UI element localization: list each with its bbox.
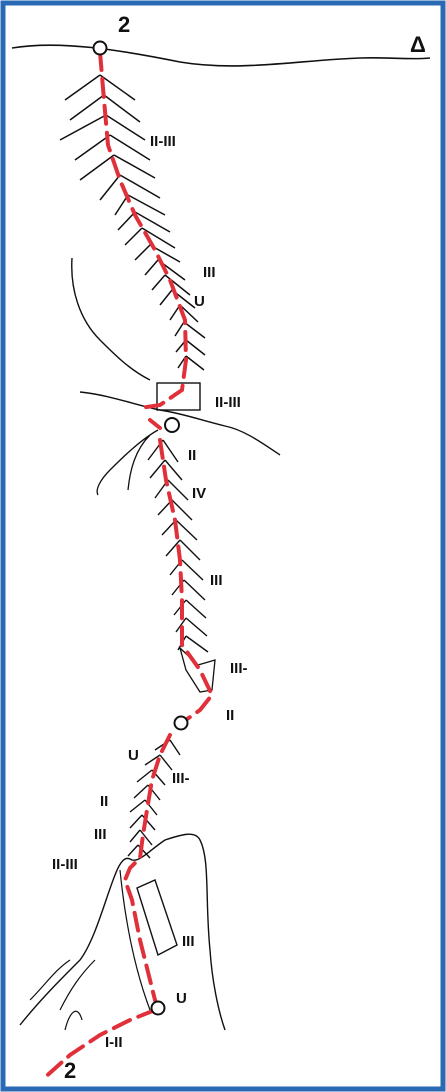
grade-label: III-	[230, 660, 248, 677]
belay-circle-lower	[175, 717, 188, 730]
left-rock-outline	[72, 258, 150, 380]
ridge-line	[12, 45, 430, 66]
frame-border	[3, 3, 443, 1089]
belay-circle-bottom	[152, 1002, 165, 1015]
grade-label: II	[188, 447, 196, 464]
upper-couloir-hatching	[60, 75, 205, 370]
grade-label: III-	[172, 770, 190, 787]
grade-label: II	[226, 707, 234, 724]
summit-symbol: Δ	[410, 32, 426, 57]
grade-label: II	[100, 793, 108, 810]
grade-label: U	[194, 293, 205, 310]
grade-label: U	[128, 747, 139, 764]
grade-label: II-III	[215, 394, 241, 411]
grade-label: III	[210, 572, 223, 589]
belay-circle-top	[94, 42, 107, 55]
route-number-bottom: 2	[64, 1058, 76, 1083]
buttress-inner-line-3	[65, 1011, 82, 1030]
upper-belay-box	[157, 383, 200, 410]
grade-label: U	[176, 990, 187, 1007]
route-line	[42, 52, 212, 1080]
ledge-branch-left	[97, 430, 158, 495]
lower-belay-box	[137, 880, 177, 955]
mid-ledge-line	[80, 392, 280, 455]
buttress-inner-line-2	[120, 870, 150, 1010]
grade-label: II-III	[150, 133, 176, 150]
grade-label: III	[203, 264, 216, 281]
grade-label: III	[94, 826, 107, 843]
grade-label: II-III	[52, 856, 78, 873]
mid-bend-outline	[180, 648, 215, 692]
grade-label: I-II	[105, 1034, 123, 1051]
route-number-top: 2	[118, 12, 130, 37]
belay-circle-mid	[165, 418, 179, 432]
grade-label: III	[182, 933, 195, 950]
grade-label: IV	[192, 485, 206, 502]
